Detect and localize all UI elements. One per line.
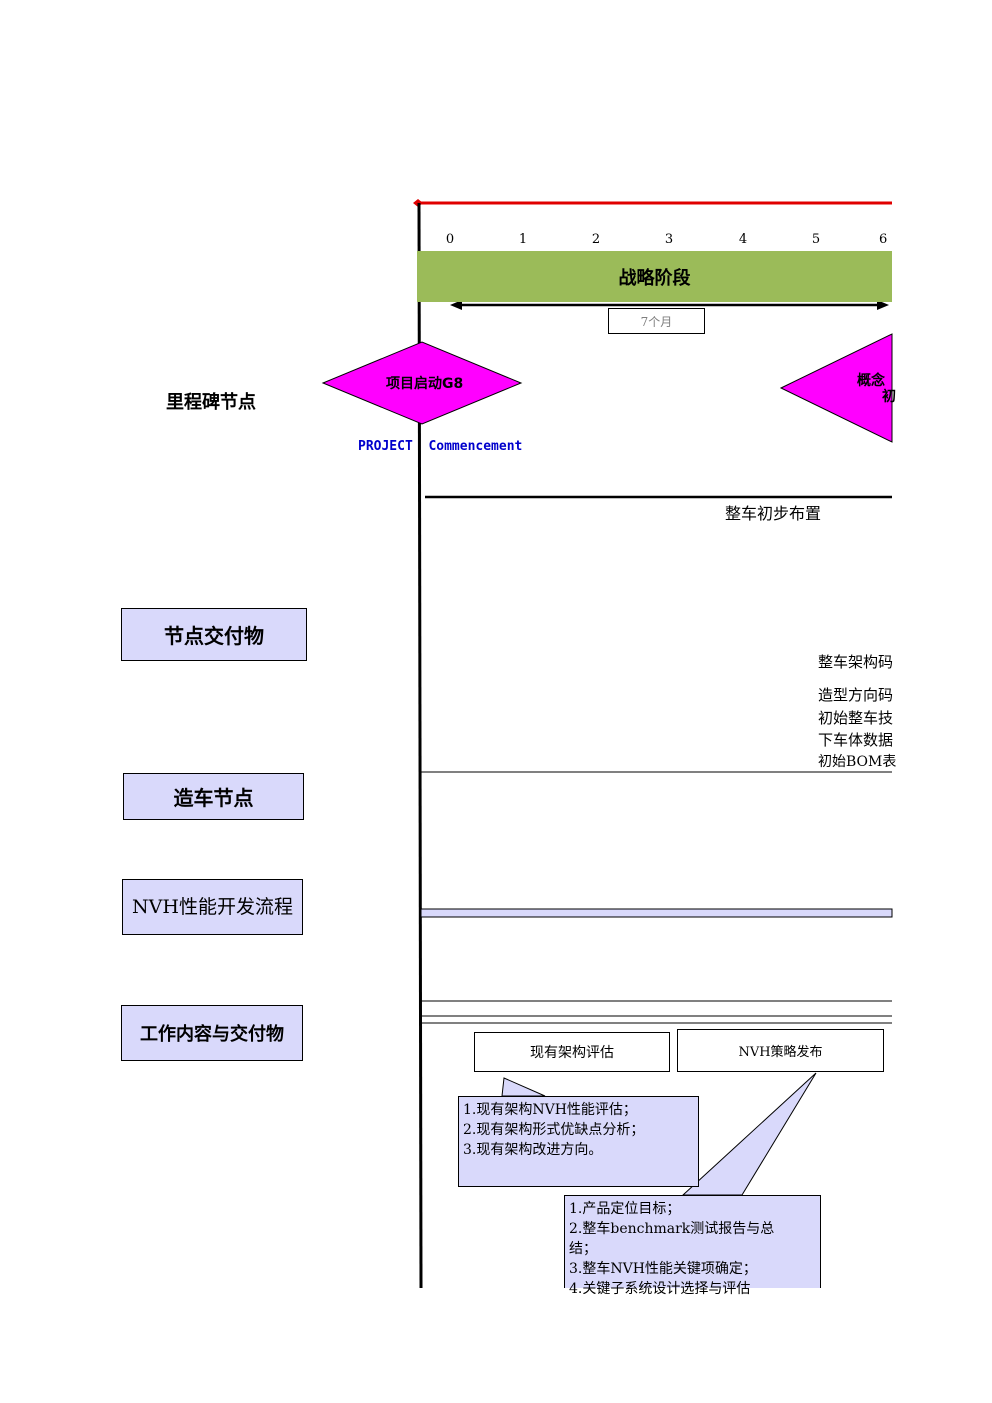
milestone-start-subtitle: PROJECT Commencement	[358, 439, 523, 454]
milestone-concept-label: 概念	[857, 373, 885, 389]
deliverable-item: 下车体数据	[818, 731, 894, 749]
tick-3: 3	[664, 232, 674, 247]
section-build: 造车节点	[123, 773, 304, 820]
milestone-row-label: 里程碑节点	[166, 392, 256, 413]
callout-architecture-eval: 1.现有架构NVH性能评估； 2.现有架构形式优缺点分析； 3.现有架构改进方向…	[458, 1096, 699, 1187]
work-box-nvh-strategy: NVH策略发布	[677, 1029, 884, 1072]
milestone-start-diamond	[321, 341, 523, 425]
callout-nvh-strategy: 1.产品定位目标； 2.整车benchmark测试报告与总 结； 3.整车NVH…	[564, 1195, 821, 1297]
callout2-line: 2.整车benchmark测试报告与总	[569, 1221, 775, 1237]
deliverable-item: 初始BOM表	[818, 754, 897, 770]
deliverable-item: 造型方向码	[818, 686, 894, 704]
callout1-line: 3.现有架构改进方向。	[463, 1142, 603, 1158]
callout1-line: 1.现有架构NVH性能评估；	[463, 1102, 637, 1118]
duration-label: 7个月	[608, 308, 705, 334]
section-work-content: 工作内容与交付物	[121, 1005, 303, 1061]
work-box-architecture-eval: 现有架构评估	[474, 1032, 670, 1072]
deliverable-item: 初始整车技	[818, 709, 894, 727]
section-nvh-process: NVH性能开发流程	[122, 879, 303, 935]
milestone-start-label: 项目启动G8	[386, 376, 464, 392]
callout2-line: 结；	[569, 1241, 597, 1257]
tick-0: 0	[445, 232, 455, 247]
callout2-line: 1.产品定位目标；	[569, 1201, 681, 1217]
deliverables-list: 整车架构码 造型方向码 初始整车技 下车体数据 初始BOM表	[818, 648, 896, 773]
nvh-process-bar	[420, 908, 893, 918]
tick-6: 6	[879, 232, 888, 247]
milestone-concept-label-2: 初	[882, 389, 896, 405]
section-deliverables: 节点交付物	[121, 608, 307, 661]
duration-arrow-right-head	[877, 300, 889, 310]
tick-2: 2	[591, 232, 601, 247]
deliverable-layout: 整车初步布置	[725, 504, 822, 523]
callout1-pointer	[501, 1077, 546, 1097]
tick-5: 5	[811, 232, 821, 247]
phase-bar-strategy: 战略阶段	[417, 251, 892, 302]
callout1-line: 2.现有架构形式优缺点分析；	[463, 1122, 645, 1138]
deliverable-item: 整车架构码	[818, 653, 894, 671]
milestone-concept-diamond	[779, 333, 893, 443]
duration-arrow-left-head	[450, 300, 462, 310]
tick-1: 1	[518, 232, 528, 247]
callout2-line: 4.关键子系统设计选择与评估	[569, 1281, 751, 1297]
callout2-pointer	[681, 1072, 817, 1196]
tick-4: 4	[738, 232, 748, 247]
callout2-line: 3.整车NVH性能关键项确定；	[569, 1261, 757, 1277]
